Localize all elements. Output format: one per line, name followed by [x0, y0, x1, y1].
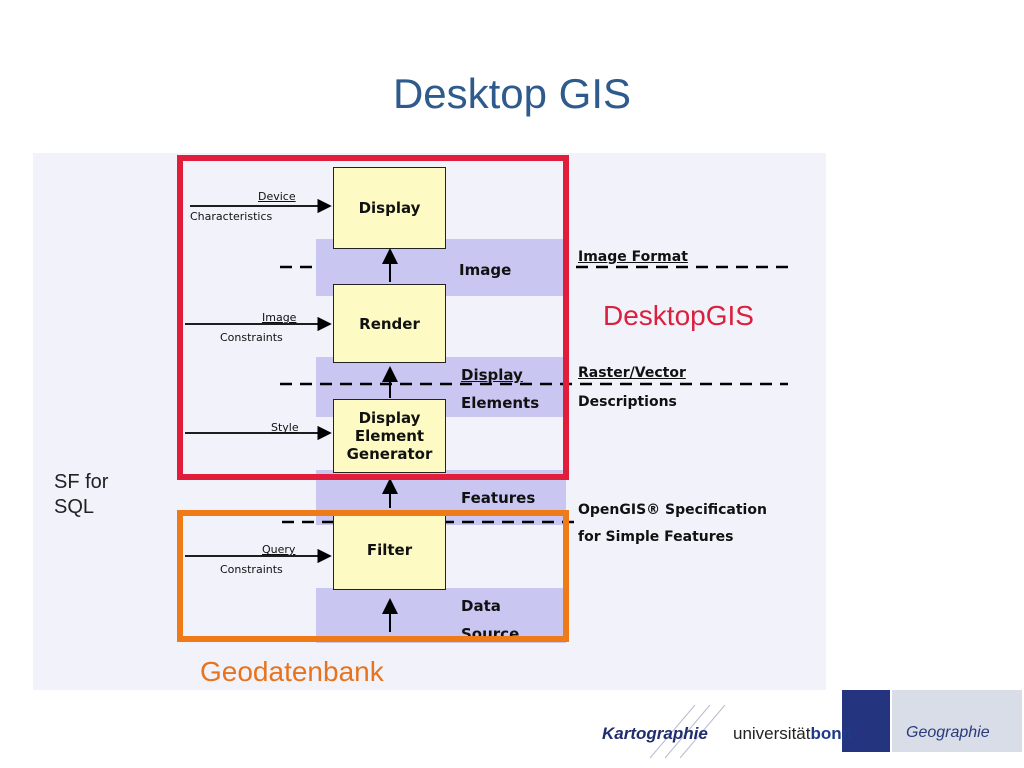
right-label-opengis: OpenGIS® Specification: [578, 502, 767, 518]
logo-kartographie: Kartographie: [602, 724, 708, 743]
band-label-image: Image: [459, 261, 512, 279]
filter-box-label: Filter: [366, 541, 413, 559]
band-label-source-clip: Source: [455, 620, 565, 638]
bonn-logo-block: [842, 690, 890, 752]
display-box-label: Display: [358, 199, 421, 217]
input-label-constraints: Constraints: [220, 331, 283, 344]
generator-label-line2: Element: [354, 427, 425, 445]
sf-line2: SQL: [54, 496, 95, 518]
geodatenbank-frame: [177, 510, 569, 642]
input-label-style: Style: [271, 421, 299, 434]
geodatenbank-label: Geodatenbank: [200, 656, 384, 687]
logo-universitaet-bonn: universitätbonn: [733, 724, 852, 744]
right-label-descriptions: Descriptions: [578, 394, 677, 410]
display-box: Display: [333, 167, 446, 249]
logo-geographie: Geographie: [906, 724, 990, 741]
right-label-raster-vector: Raster/Vector: [578, 365, 686, 381]
right-label-simple-features: for Simple Features: [578, 529, 734, 545]
sf-line1: SF for: [54, 471, 109, 493]
geographie-logo-block: [892, 690, 1022, 752]
logo-universitaet: universität: [733, 724, 811, 743]
input-label-characteristics: Characteristics: [190, 210, 273, 223]
desktop-gis-label: DesktopGIS: [603, 300, 754, 331]
generator-label-line1: Display: [358, 409, 421, 427]
band-label-source: Source: [461, 625, 520, 638]
input-label-query: Query: [262, 543, 296, 556]
right-label-image-format: Image Format: [578, 249, 688, 265]
band-label-display: Display: [461, 366, 523, 384]
band-label-elements: Elements: [461, 394, 540, 412]
input-label-image: Image: [262, 311, 297, 324]
display-element-generator-box: Display Element Generator: [333, 399, 446, 473]
desktop-gis-frame: [177, 155, 569, 480]
generator-label-line3: Generator: [346, 445, 433, 463]
filter-box: Filter: [333, 510, 446, 590]
kartographie-logo-mark: [649, 704, 726, 759]
slide-title: Desktop GIS: [392, 70, 632, 117]
input-label-query-constraints: Constraints: [220, 563, 283, 576]
logo-bonn: bonn: [810, 724, 853, 743]
band-data-source: [316, 588, 566, 643]
sf-for-sql-label: SF for SQL: [54, 470, 108, 520]
render-box-label: Render: [359, 314, 420, 333]
band-label-features: Features: [461, 489, 536, 507]
band-label-data: Data: [461, 597, 501, 615]
input-label-device: Device: [258, 190, 296, 203]
render-box: Render: [333, 284, 446, 363]
